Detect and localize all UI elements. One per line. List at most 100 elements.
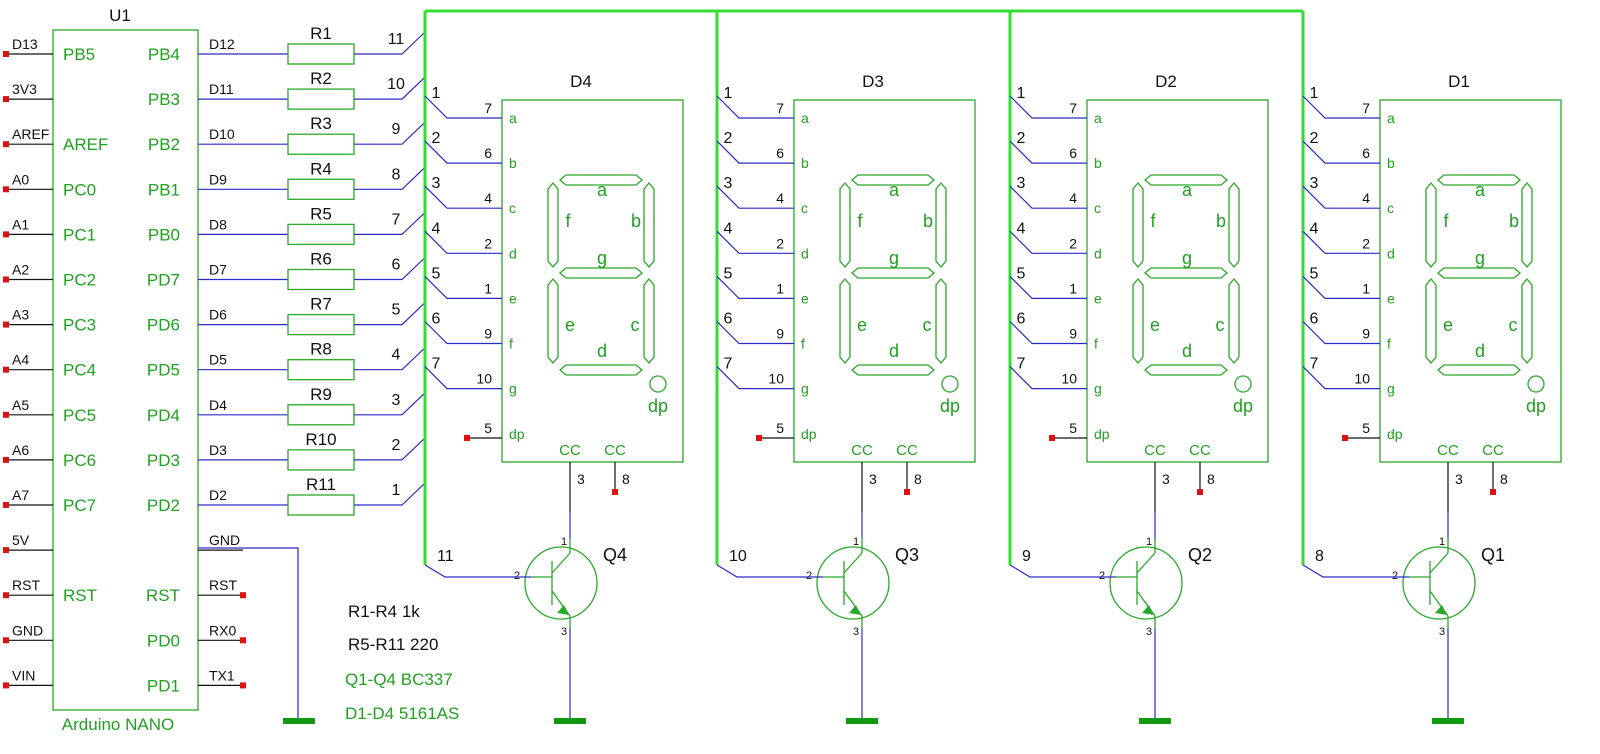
bus-line-number: 4 bbox=[1017, 220, 1026, 237]
resistor-ref: R5 bbox=[310, 204, 332, 223]
cc-label: CC bbox=[851, 442, 873, 459]
pin-marker bbox=[3, 231, 9, 238]
right-pin-label: PD3 bbox=[147, 451, 180, 470]
transistor-ref: Q4 bbox=[603, 545, 627, 565]
segment-letter: f bbox=[1150, 211, 1156, 231]
bus-line-number: 9 bbox=[392, 121, 401, 138]
segment-f bbox=[547, 181, 559, 269]
bus-line-number: 7 bbox=[1310, 356, 1319, 373]
bus-line-number: 5 bbox=[1310, 265, 1319, 282]
left-pin-label: PC6 bbox=[63, 451, 96, 470]
arduino-left-pins: D13PB53V3AREFAREFA0PC0A1PC1A2PC2A3PC3A4P… bbox=[3, 36, 108, 689]
left-pin-label: PC7 bbox=[63, 496, 96, 515]
display-pin-number: 1 bbox=[1069, 280, 1077, 296]
bus-line-number: 1 bbox=[724, 85, 733, 102]
pin-marker bbox=[3, 186, 9, 193]
cc-pin-number: 3 bbox=[869, 471, 877, 487]
emitter-arrow bbox=[849, 605, 861, 615]
right-pin-label: PB4 bbox=[148, 45, 180, 64]
resistor-ref: R2 bbox=[310, 69, 332, 88]
cc-pin-number: 8 bbox=[1500, 471, 1508, 487]
segment-d bbox=[558, 364, 644, 376]
segment-letter: d bbox=[1182, 341, 1192, 361]
resistor-ref: R8 bbox=[310, 340, 332, 359]
segment-letter: d bbox=[889, 341, 899, 361]
display-pin-number: 6 bbox=[484, 145, 492, 161]
segment-bus bbox=[423, 9, 1305, 565]
segment-letter: b bbox=[1216, 211, 1226, 231]
bus-line-number: 6 bbox=[392, 257, 401, 274]
resistor-body bbox=[287, 494, 355, 516]
segment-letter: dp bbox=[1526, 396, 1546, 416]
display-pin-number: 7 bbox=[484, 100, 492, 116]
resistor-body bbox=[287, 133, 355, 155]
pin-marker bbox=[240, 637, 246, 644]
segment-dp bbox=[1234, 375, 1252, 393]
segment-letter: d bbox=[597, 341, 607, 361]
bus-line-number: 2 bbox=[432, 130, 441, 147]
bus-line-number: 4 bbox=[432, 220, 441, 237]
display-pin-number: 6 bbox=[1069, 145, 1077, 161]
segment-e bbox=[839, 277, 851, 365]
left-pin-label: AREF bbox=[63, 135, 108, 154]
segment-wire bbox=[716, 366, 794, 390]
pin-marker bbox=[3, 141, 9, 148]
segment-pin-label: c bbox=[509, 200, 516, 216]
transistor-collector-lead bbox=[843, 552, 863, 574]
cc-pin-number: 8 bbox=[622, 471, 630, 487]
segment-a bbox=[1436, 174, 1522, 186]
segment-d bbox=[1143, 364, 1229, 376]
transistor-body bbox=[816, 546, 890, 620]
pin-marker bbox=[1197, 489, 1203, 495]
resistor-wire bbox=[354, 347, 426, 371]
ground-symbol bbox=[1432, 718, 1464, 724]
bus-line-number: 6 bbox=[1017, 311, 1026, 328]
transistor-pin-number: 1 bbox=[1439, 536, 1445, 548]
segment-wire bbox=[1302, 95, 1380, 119]
segment-wire bbox=[424, 95, 502, 119]
display-pin-number: 7 bbox=[776, 100, 784, 116]
cc-pin-number: 3 bbox=[577, 471, 585, 487]
resistor-ref: R9 bbox=[310, 385, 332, 404]
segment-b bbox=[935, 181, 947, 269]
segment-letter: c bbox=[923, 315, 932, 335]
transistor-collector-lead bbox=[1136, 552, 1156, 574]
right-pin-net: D3 bbox=[209, 442, 227, 458]
right-pin-label: PB1 bbox=[148, 180, 180, 199]
pin-marker bbox=[612, 489, 618, 495]
display-pin-number: 9 bbox=[776, 326, 784, 342]
right-pin-net: D10 bbox=[209, 126, 235, 142]
transistor-pin-number: 1 bbox=[561, 536, 567, 548]
right-pin-label: RST bbox=[146, 586, 180, 605]
transistor-ref: Q3 bbox=[895, 545, 919, 565]
transistor-pin-number: 2 bbox=[514, 570, 520, 582]
segment-dp bbox=[649, 375, 667, 393]
segment-dp bbox=[941, 375, 959, 393]
right-pin-label: PD0 bbox=[147, 631, 180, 650]
bus-line-number: 11 bbox=[388, 31, 405, 48]
segment-letter: dp bbox=[940, 396, 960, 416]
left-pin-net: A5 bbox=[12, 397, 29, 413]
cc-label: CC bbox=[1482, 442, 1504, 459]
bus-line-number: 6 bbox=[432, 311, 441, 328]
segment-letter: b bbox=[631, 211, 641, 231]
segment-letter: b bbox=[1509, 211, 1519, 231]
segment-pin-label: b bbox=[509, 155, 517, 171]
right-pin-net: D12 bbox=[209, 36, 235, 52]
display-pin-number: 9 bbox=[1069, 326, 1077, 342]
display-pin-number: 1 bbox=[776, 280, 784, 296]
bus-line-number: 2 bbox=[392, 437, 401, 454]
pin-marker bbox=[1490, 489, 1496, 495]
emitter-arrow bbox=[557, 605, 569, 615]
right-pin-label: PB2 bbox=[148, 135, 180, 154]
segment-pin-label: dp bbox=[1387, 426, 1403, 442]
segment-wire bbox=[1302, 230, 1380, 254]
transistor-pin-number: 3 bbox=[1146, 626, 1152, 638]
bus-line-number: 7 bbox=[1017, 356, 1026, 373]
segment-pin-label: d bbox=[509, 245, 517, 261]
segment-pin-label: c bbox=[801, 200, 808, 216]
bus-line-number: 2 bbox=[1310, 130, 1319, 147]
bus-line-number: 1 bbox=[432, 85, 441, 102]
arduino-name: Arduino NANO bbox=[62, 715, 174, 734]
